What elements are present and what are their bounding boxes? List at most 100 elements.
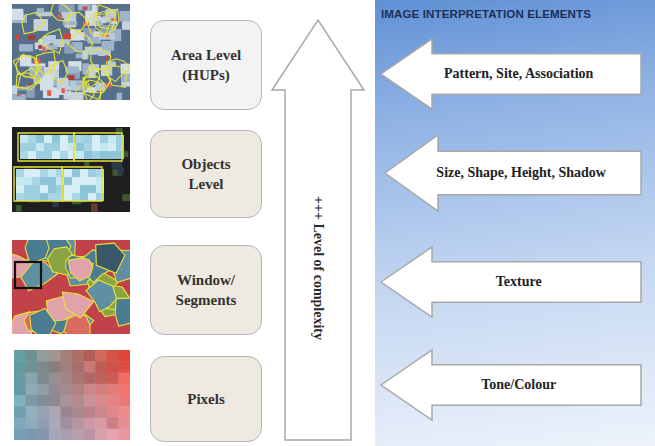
element-arrow: Texture bbox=[380, 246, 642, 318]
red-patch bbox=[68, 75, 74, 80]
pixel-cell bbox=[49, 406, 61, 418]
building-objects-image bbox=[12, 127, 130, 212]
pixel-cell bbox=[95, 350, 107, 362]
segment-outline bbox=[83, 66, 100, 88]
building-pixel bbox=[92, 135, 100, 143]
building-pixel bbox=[16, 169, 24, 177]
pixel-cell bbox=[26, 361, 38, 373]
pixel-cell bbox=[37, 384, 49, 396]
red-patch bbox=[15, 35, 20, 40]
building-pixel bbox=[56, 169, 64, 177]
element-arrow: Size, Shape, Height, Shadow bbox=[384, 134, 642, 212]
building-pixel bbox=[72, 185, 80, 193]
building-pixel bbox=[76, 143, 84, 151]
segment-outline bbox=[50, 61, 68, 83]
pixel-cell bbox=[60, 406, 72, 418]
pixel-cell bbox=[49, 418, 61, 430]
level-box: Area Level (HUPs) bbox=[150, 20, 262, 110]
panel-heading: IMAGE INTERPRETATION ELEMENTS bbox=[375, 0, 655, 20]
building-pixel bbox=[48, 169, 56, 177]
node-label: Texture bbox=[496, 274, 542, 290]
pixel-cell bbox=[118, 395, 130, 407]
axis-label: +++ Level of complexity bbox=[309, 148, 327, 388]
ground-pixel bbox=[84, 161, 89, 167]
segment-outline bbox=[38, 29, 63, 53]
pixel-cell bbox=[84, 395, 96, 407]
pixel-cell bbox=[14, 429, 26, 440]
pixel-cell bbox=[14, 350, 26, 362]
roof-patch bbox=[115, 29, 121, 41]
segment-outline bbox=[36, 52, 55, 75]
red-patch bbox=[83, 6, 88, 9]
segment-outline bbox=[16, 73, 39, 88]
building-pixel bbox=[44, 135, 52, 143]
segment-polygon bbox=[62, 292, 94, 318]
pixel-cell bbox=[95, 373, 107, 385]
object-outline bbox=[18, 133, 74, 161]
building-pixel bbox=[56, 177, 64, 185]
segment-outline bbox=[51, 4, 73, 21]
level-box: Objects Level bbox=[150, 130, 262, 218]
roof-patch bbox=[122, 21, 130, 30]
building-pixel bbox=[32, 169, 40, 177]
pixel-cell bbox=[84, 373, 96, 385]
building-pixel bbox=[28, 151, 36, 159]
building-pixel bbox=[16, 177, 24, 185]
red-patch bbox=[57, 14, 62, 18]
level-box: Window/ Segments bbox=[150, 245, 262, 335]
arrow-shape bbox=[381, 39, 641, 109]
image-ground bbox=[12, 127, 130, 212]
arrow-shape bbox=[381, 350, 641, 420]
building-pixel bbox=[56, 185, 64, 193]
building-pixel bbox=[96, 169, 104, 177]
pixel-cell bbox=[118, 418, 130, 430]
building-pixel bbox=[40, 193, 48, 201]
pixel-cell bbox=[60, 384, 72, 396]
building-pixel bbox=[40, 169, 48, 177]
building-pixel bbox=[80, 193, 88, 201]
building-pixel bbox=[84, 135, 92, 143]
pixel-cell bbox=[95, 429, 107, 440]
segment-outline bbox=[22, 12, 45, 33]
pixel-cell bbox=[72, 406, 84, 418]
node-label: Pattern, Site, Association bbox=[444, 66, 593, 82]
red-patch bbox=[61, 88, 64, 93]
pixel-cell bbox=[95, 406, 107, 418]
pixel-cell bbox=[84, 361, 96, 373]
building-pixel bbox=[108, 143, 116, 151]
pixel-cell bbox=[60, 350, 72, 362]
pixel-cell bbox=[72, 429, 84, 440]
pixel-cell bbox=[37, 429, 49, 440]
pixel-cell bbox=[26, 418, 38, 430]
pixel-cell bbox=[37, 395, 49, 407]
roof-patch bbox=[19, 44, 33, 51]
building-pixel bbox=[72, 169, 80, 177]
segment-outline bbox=[87, 11, 110, 36]
pixel-cell bbox=[107, 384, 119, 396]
image-ground bbox=[12, 4, 130, 100]
building-pixel bbox=[60, 143, 68, 151]
red-patch bbox=[105, 55, 108, 60]
building-pixel bbox=[56, 193, 64, 201]
node-label: Area Level (HUPs) bbox=[164, 45, 248, 86]
building-pixel bbox=[28, 143, 36, 151]
pixel-cell bbox=[84, 350, 96, 362]
building-pixel bbox=[80, 177, 88, 185]
pixel-cell bbox=[72, 418, 84, 430]
pixel-cell bbox=[118, 429, 130, 440]
building-pixel bbox=[92, 143, 100, 151]
pixel-cell bbox=[72, 350, 84, 362]
pixel-cell bbox=[49, 373, 61, 385]
pixel-grid-image bbox=[14, 350, 130, 440]
pixel-cell bbox=[14, 361, 26, 373]
pixel-cell bbox=[26, 406, 38, 418]
roof-patch bbox=[78, 4, 91, 10]
building-pixel bbox=[100, 151, 108, 159]
segment-polygon bbox=[25, 240, 49, 264]
building-pixel bbox=[48, 193, 56, 201]
building-pixel bbox=[116, 143, 124, 151]
building-pixel bbox=[92, 151, 100, 159]
building-pixel bbox=[24, 193, 32, 201]
object-outline bbox=[62, 167, 102, 201]
